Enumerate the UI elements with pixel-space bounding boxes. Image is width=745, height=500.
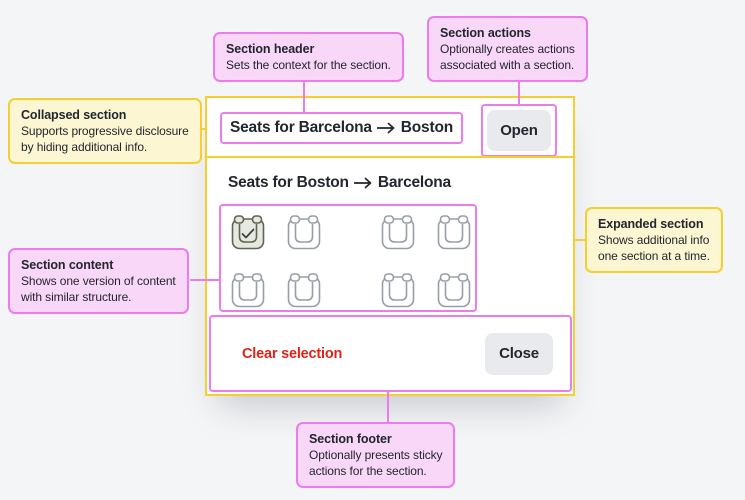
- seat[interactable]: [435, 214, 473, 252]
- callout-title: Section content: [21, 258, 114, 272]
- callout-text: actions for the section.: [309, 464, 427, 478]
- seat[interactable]: [285, 272, 323, 310]
- section-content-highlight: [219, 204, 477, 312]
- callout-title: Section actions: [440, 26, 531, 40]
- collapsed-section[interactable]: Seats for Barcelona Boston Open: [205, 96, 575, 158]
- accordion-card: Seats for Barcelona Boston Open Seats fo…: [205, 96, 575, 396]
- callout-text: Optionally creates actions: [440, 42, 575, 56]
- seat[interactable]: [229, 214, 267, 252]
- seat-icon: [231, 215, 265, 250]
- open-button[interactable]: Open: [487, 110, 551, 151]
- close-button[interactable]: Close: [485, 332, 553, 375]
- seat-icon: [437, 215, 471, 250]
- connector-section-footer: [387, 391, 389, 424]
- expanded-section-title: Seats for Boston Barcelona: [228, 174, 451, 192]
- callout-text: Supports progressive disclosure: [21, 124, 189, 138]
- callout-section-actions: Section actions Optionally creates actio…: [427, 16, 588, 82]
- section-actions-highlight: Open: [481, 104, 557, 157]
- callout-expanded-section: Expanded section Shows additional info o…: [585, 207, 723, 273]
- callout-text: Sets the context for the section.: [226, 58, 391, 72]
- check-icon: [241, 228, 255, 239]
- callout-title: Section footer: [309, 432, 392, 446]
- seat[interactable]: [285, 214, 323, 252]
- arrow-right-icon: [353, 177, 372, 189]
- connector-section-actions: [518, 78, 520, 104]
- section-footer-highlight: Clear selection Close: [209, 315, 572, 392]
- connector-section-content: [190, 279, 219, 281]
- seat-row: [229, 214, 475, 252]
- callout-text: by hiding additional info.: [21, 140, 148, 154]
- seat-icon: [437, 273, 471, 308]
- callout-section-footer: Section footer Optionally presents stick…: [296, 422, 456, 488]
- seat[interactable]: [229, 272, 267, 310]
- callout-collapsed-section: Collapsed section Supports progressive d…: [8, 98, 202, 164]
- callout-text: one section at a time.: [598, 249, 710, 263]
- seat-icon: [381, 273, 415, 308]
- route-to-text: Barcelona: [377, 174, 451, 191]
- seat-row: [229, 272, 475, 310]
- aisle-gap: [341, 272, 361, 310]
- seat[interactable]: [379, 214, 417, 252]
- callout-section-content: Section content Shows one version of con…: [8, 248, 189, 314]
- aisle-gap: [341, 214, 361, 252]
- seat-icon: [381, 215, 415, 250]
- seat-icon: [231, 273, 265, 308]
- callout-section-header: Section header Sets the context for the …: [213, 32, 404, 82]
- callout-text: Optionally presents sticky: [309, 448, 443, 462]
- arrow-right-icon: [376, 122, 395, 134]
- callout-title: Section header: [226, 42, 315, 56]
- seat-icon: [287, 215, 321, 250]
- collapsed-section-title: Seats for Barcelona Boston: [230, 119, 453, 137]
- route-from-text: Seats for Barcelona: [230, 119, 372, 136]
- route-from-text: Seats for Boston: [228, 174, 349, 191]
- connector-section-header: [303, 76, 305, 112]
- callout-title: Expanded section: [598, 217, 704, 231]
- connector-expanded-section: [573, 239, 587, 241]
- callout-text: Shows one version of content: [21, 274, 176, 288]
- expanded-section: Seats for Boston Barcelona: [205, 156, 575, 396]
- seat-icon: [287, 273, 321, 308]
- seat[interactable]: [379, 272, 417, 310]
- seat[interactable]: [435, 272, 473, 310]
- clear-selection-button[interactable]: Clear selection: [242, 345, 343, 362]
- section-header-highlight: Seats for Barcelona Boston: [220, 112, 463, 144]
- route-to-text: Boston: [400, 119, 453, 136]
- callout-text: Shows additional info: [598, 233, 710, 247]
- callout-title: Collapsed section: [21, 108, 127, 122]
- callout-text: associated with a section.: [440, 58, 575, 72]
- callout-text: with similar structure.: [21, 290, 132, 304]
